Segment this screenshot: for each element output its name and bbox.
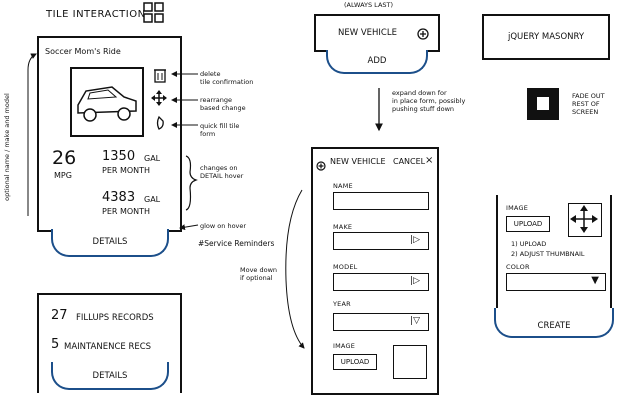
annotation-delete: delete tile confirmation	[200, 70, 254, 86]
make-select-arrow-icon: |▷	[410, 235, 420, 245]
color-label: COLOR	[506, 263, 530, 271]
vehicle-image	[70, 67, 144, 137]
trash-icon[interactable]	[153, 67, 167, 83]
fillups-count: 27	[51, 308, 68, 323]
gallons2-unit: GAL	[144, 195, 161, 204]
gallons-period: PER MONTH	[102, 166, 151, 175]
move-icon[interactable]	[151, 90, 167, 106]
upload-button[interactable]: UPLOAD	[333, 354, 377, 370]
mpg-unit: MPG	[54, 171, 72, 180]
upload2-button[interactable]: UPLOAD	[506, 216, 550, 232]
close-icon[interactable]: ×	[425, 155, 434, 166]
annotation-glow: glow on hover	[200, 222, 247, 230]
add-circle-icon[interactable]	[417, 25, 429, 40]
form-cancel-link[interactable]: CANCEL	[393, 157, 426, 166]
annotation-rearrange: rearrange based change	[200, 96, 246, 112]
fade-square-icon	[527, 88, 559, 120]
color-select[interactable]: ▼	[506, 273, 606, 291]
name-field[interactable]	[333, 192, 429, 210]
grid-icon	[143, 2, 165, 24]
year-select-arrow-icon: |▽	[410, 316, 420, 326]
jquery-masonry-title: jQUERY MASONRY	[508, 32, 585, 42]
annotation-expand: expand down for in place form, possibly …	[392, 89, 466, 113]
form-title: NEW VEHICLE	[330, 157, 386, 166]
year-label: YEAR	[333, 300, 351, 308]
details-button[interactable]: DETAILS	[51, 229, 169, 257]
gallons-unit: GAL	[144, 154, 161, 163]
maintenance-label: MAINTANENCE RECS	[64, 342, 152, 352]
annotation-fade: FADE OUT REST OF SCREEN	[572, 92, 605, 116]
form-add-icon	[316, 156, 326, 171]
make-select[interactable]: |▷	[333, 232, 429, 250]
records-details-button[interactable]: DETAILS	[51, 362, 169, 390]
vehicle-name: Soccer Mom's Ride	[45, 47, 121, 56]
gallons2-period: PER MONTH	[102, 207, 151, 216]
thumbnail-adjust[interactable]	[568, 203, 602, 237]
step-upload: 1) UPLOAD	[511, 240, 547, 248]
name-label: NAME	[333, 182, 353, 190]
car-icon	[77, 86, 137, 122]
gallons2-value: 4383	[102, 190, 136, 205]
page-title: TILE INTERACTION	[46, 9, 146, 20]
image-preview	[393, 345, 427, 379]
year-select[interactable]: |▽	[333, 313, 429, 331]
new-vehicle-title: NEW VEHICLE	[338, 28, 397, 38]
image2-label: IMAGE	[506, 204, 529, 212]
annotation-always-last: (ALWAYS LAST)	[344, 1, 394, 9]
fuel-icon[interactable]	[154, 115, 168, 131]
step-adjust: 2) ADJUST THUMBNAIL	[511, 250, 585, 258]
annotation-service: #Service Reminders	[198, 239, 275, 248]
jquery-masonry-box	[482, 14, 610, 60]
annotation-move-down: Move down if optional	[240, 266, 278, 282]
color-select-arrow-icon: ▼	[591, 275, 599, 286]
maintenance-count: 5	[51, 337, 60, 352]
create-button[interactable]: CREATE	[494, 308, 614, 338]
new-vehicle-tile[interactable]	[314, 14, 440, 52]
make-label: MAKE	[333, 223, 353, 231]
annotation-changes: changes on DETAIL hover	[200, 164, 244, 180]
image-label: IMAGE	[333, 342, 356, 350]
model-select-arrow-icon: |▷	[410, 276, 420, 286]
new-vehicle-form	[311, 147, 439, 395]
fillups-label: FILLUPS RECORDS	[76, 313, 154, 323]
model-select[interactable]: |▷	[333, 273, 429, 291]
model-label: MODEL	[333, 263, 358, 271]
move-arrows-icon	[570, 205, 598, 233]
gallons-value: 1350	[102, 149, 136, 164]
annotation-quick-fill: quick fill tile form	[200, 122, 240, 138]
mpg-value: 26	[52, 147, 77, 169]
